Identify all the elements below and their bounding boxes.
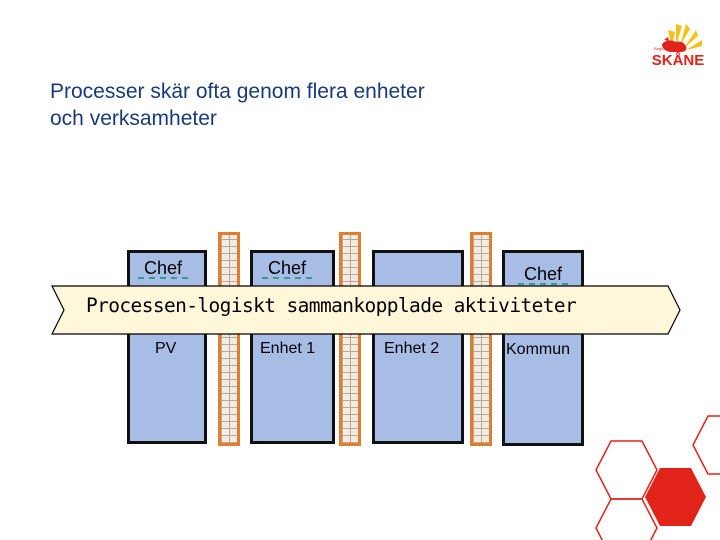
sun-griffin-icon [662, 24, 702, 52]
slide-title: Processer skär ofta genom flera enheter … [50, 78, 570, 132]
process-arrow-label: Processen-logiskt sammankopplade aktivit… [86, 294, 577, 317]
chef-label-kommun: Chef [518, 265, 569, 285]
chef-label-enhet-1: Chef [262, 259, 313, 279]
unit-label-pv: PV [155, 340, 177, 357]
unit-label-kommun: Kommun [506, 341, 571, 358]
unit-box-pv [127, 250, 207, 444]
title-line-2: och verksamheter [50, 107, 217, 130]
logo-skane-text: SKÅNE [651, 52, 705, 69]
unit-box-kommun [502, 250, 584, 446]
unit-box-enhet-1 [250, 250, 335, 444]
unit-label-enhet-2: Enhet 2 [384, 340, 440, 357]
region-skane-logo: Region SKÅNE [648, 10, 710, 70]
logo-region-text: Region [654, 46, 667, 51]
unit-box-enhet-2 [372, 250, 464, 444]
title-line-1: Processer skär ofta genom flera enheter [50, 80, 425, 103]
chef-label-pv: Chef [138, 259, 189, 279]
unit-label-enhet-1: Enhet 1 [260, 340, 316, 357]
